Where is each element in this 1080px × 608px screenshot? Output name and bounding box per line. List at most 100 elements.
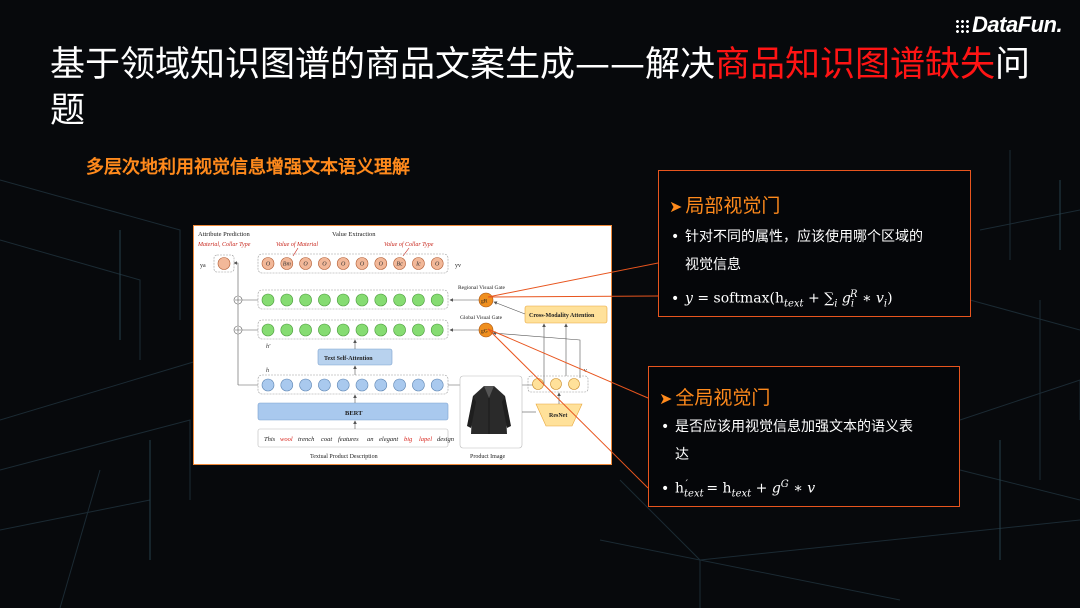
tag-label: O bbox=[322, 262, 327, 268]
global-node bbox=[412, 323, 425, 337]
bullet-dot-icon: • bbox=[671, 229, 680, 245]
left-connector-line bbox=[233, 261, 239, 385]
datafun-logo: DataFun. bbox=[955, 12, 1063, 38]
tag-label: Ic bbox=[415, 262, 421, 268]
label-value-of-collar: Value of Collar Type bbox=[384, 241, 434, 248]
global-node-row bbox=[261, 323, 444, 337]
regional-node bbox=[261, 293, 275, 307]
local-gate-title: ➤局部视觉门 bbox=[669, 195, 781, 217]
hidden-node bbox=[355, 378, 369, 392]
architecture-figure: Attribute Prediction Material, Collar Ty… bbox=[193, 225, 612, 465]
hidden-node bbox=[280, 378, 294, 392]
global-node bbox=[374, 323, 388, 337]
label-yv: yv bbox=[455, 263, 461, 269]
global-node bbox=[318, 323, 331, 337]
sentence-word: coat bbox=[321, 436, 332, 443]
hidden-node bbox=[412, 378, 425, 392]
plus-icon-2 bbox=[235, 327, 241, 333]
tag-label: O bbox=[266, 262, 271, 268]
global-gate-box: ➤全局视觉门 •是否应该用视觉信息加强文本的语义表达 •htext′ = hte… bbox=[648, 366, 960, 507]
architecture-diagram: Attribute Prediction Material, Collar Ty… bbox=[197, 231, 608, 460]
regional-node bbox=[430, 293, 444, 307]
local-gate-formula: •y = softmax(htext + ∑i giR ∗ vi) bbox=[671, 289, 893, 310]
title-part1: 基于领域知识图谱的商品文案生成——解决 bbox=[50, 45, 716, 85]
hidden-node bbox=[318, 378, 331, 392]
regional-node bbox=[412, 293, 425, 307]
visual-feature-node bbox=[568, 378, 580, 390]
label-value-extraction: Value Extraction bbox=[332, 231, 376, 238]
title-highlight: 商品知识图谱缺失 bbox=[715, 45, 996, 85]
label-ya: ya bbox=[200, 263, 206, 269]
tag-node bbox=[355, 257, 369, 270]
v-to-global-arrow bbox=[492, 331, 581, 378]
label-product-image: Product Image bbox=[470, 454, 505, 460]
sentence-word: wool bbox=[280, 436, 293, 443]
label-cross-modality: Cross-Modality Attention bbox=[529, 313, 595, 319]
logo-dots-icon bbox=[955, 19, 969, 33]
global-node bbox=[355, 323, 369, 337]
label-textual-desc: Textual Product Description bbox=[310, 454, 378, 460]
bullet-dot-icon: • bbox=[661, 419, 670, 435]
label-h-prime: h' bbox=[266, 344, 271, 350]
tag-label: O bbox=[341, 262, 346, 268]
cross-modality-box bbox=[524, 305, 608, 324]
gate-g-label: gG bbox=[481, 329, 488, 335]
regional-row-box bbox=[257, 289, 449, 310]
v-row-box bbox=[527, 375, 589, 393]
sentence-word: features bbox=[338, 436, 359, 443]
hidden-node bbox=[261, 378, 275, 392]
tag-node bbox=[299, 257, 312, 270]
sentence-word: big bbox=[404, 436, 413, 443]
connector-global-2 bbox=[487, 328, 649, 489]
regional-node bbox=[393, 293, 406, 307]
regional-node bbox=[299, 293, 312, 307]
connector-global-1 bbox=[487, 328, 649, 399]
regional-node bbox=[336, 293, 350, 307]
global-node bbox=[299, 323, 312, 337]
label-h: h bbox=[266, 368, 269, 374]
sentence-word: an bbox=[367, 436, 374, 443]
connector-local-2 bbox=[487, 295, 659, 298]
global-node bbox=[336, 323, 350, 337]
label-global-gate: Global Visual Gate bbox=[460, 315, 503, 321]
tag-label: Bc bbox=[396, 262, 403, 268]
global-row-box bbox=[257, 319, 449, 340]
bert-box bbox=[257, 402, 449, 421]
cross-to-regional-arrow bbox=[493, 301, 526, 315]
hidden-node bbox=[393, 378, 406, 392]
tag-node bbox=[374, 257, 388, 270]
bullet-dot-icon: • bbox=[661, 480, 670, 497]
hidden-node bbox=[299, 378, 312, 392]
arrow-bullet-icon: ➤ bbox=[659, 389, 673, 408]
tag-node bbox=[261, 257, 275, 270]
global-gate-bullet: •是否应该用视觉信息加强文本的语义表达 bbox=[661, 413, 913, 469]
gate-r-label: gR bbox=[481, 299, 488, 305]
pointer-material-line bbox=[292, 247, 299, 257]
local-gate-box: ➤局部视觉门 •针对不同的属性，应该使用哪个区域的视觉信息 •y = softm… bbox=[658, 170, 971, 317]
label-resnet: ResNet bbox=[549, 413, 567, 419]
hidden-node bbox=[336, 378, 350, 392]
regional-node bbox=[374, 293, 388, 307]
sentence-word: lapel bbox=[419, 436, 432, 443]
resnet-trapezoid bbox=[535, 403, 583, 427]
tag-label: O bbox=[379, 262, 384, 268]
global-gate-title: ➤全局视觉门 bbox=[659, 387, 771, 409]
tag-label: O bbox=[360, 262, 365, 268]
tag-node bbox=[430, 257, 444, 270]
tag-node bbox=[412, 257, 425, 270]
hidden-node bbox=[374, 378, 388, 392]
label-value-of-material: Value of Material bbox=[276, 241, 318, 248]
global-node bbox=[261, 323, 275, 337]
tag-node bbox=[393, 257, 406, 270]
pointer-collar-line bbox=[402, 247, 410, 257]
label-attribute-values: Material, Collar Type bbox=[197, 242, 251, 248]
label-attribute-prediction: Attribute Prediction bbox=[198, 231, 251, 238]
regional-node bbox=[318, 293, 331, 307]
ya-node bbox=[217, 257, 231, 270]
label-bert: BERT bbox=[345, 410, 363, 417]
subtitle: 多层次地利用视觉信息增强文本语义理解 bbox=[86, 157, 410, 178]
label-regional-gate: Regional Visual Gate bbox=[458, 285, 505, 291]
sentence-word: This bbox=[264, 436, 276, 443]
regional-node bbox=[280, 293, 294, 307]
tag-node bbox=[280, 257, 294, 270]
